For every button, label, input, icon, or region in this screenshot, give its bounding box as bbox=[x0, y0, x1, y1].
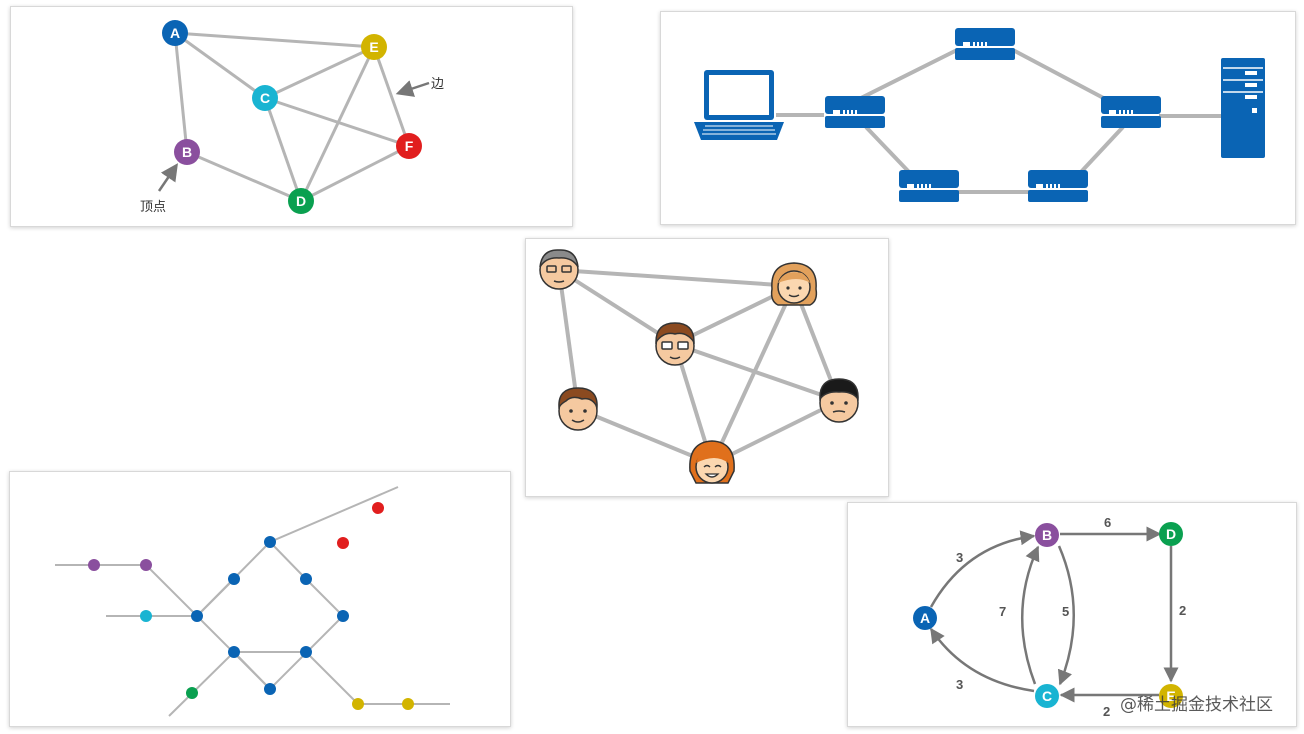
vertex-a: A bbox=[162, 20, 188, 46]
edge-b-d bbox=[186, 150, 302, 203]
weighted-vertex-d: D bbox=[1159, 522, 1183, 546]
edge-note-arrow bbox=[395, 80, 430, 97]
person-man-brown-hair-glasses-icon bbox=[655, 322, 695, 366]
weight-c-a: 3 bbox=[956, 677, 963, 692]
metro-map-diagram bbox=[55, 486, 450, 717]
edge-f-d bbox=[300, 144, 410, 203]
vertex-label: A bbox=[920, 610, 930, 626]
weighted-graph-vertices: A B C D E bbox=[913, 522, 1183, 708]
edge-a-c bbox=[174, 31, 266, 100]
router-icon bbox=[1101, 96, 1161, 128]
vertex-label: B bbox=[182, 144, 192, 160]
router-icon bbox=[825, 96, 885, 128]
weight-b-c: 5 bbox=[1062, 604, 1069, 619]
undirected-graph-panel: A B C D E F 边 顶点 bbox=[10, 6, 573, 227]
vertex-label: B bbox=[1042, 527, 1052, 543]
edge-a-e bbox=[174, 31, 375, 49]
vertex-d: D bbox=[288, 188, 314, 214]
vertex-label: C bbox=[260, 90, 270, 106]
person-woman-light-hair-icon bbox=[770, 262, 818, 306]
edge-a-b bbox=[929, 530, 1036, 608]
edge-c-a bbox=[929, 627, 1035, 693]
laptop-icon bbox=[694, 70, 784, 140]
edge-b-c bbox=[1057, 545, 1075, 686]
edge-c-d bbox=[263, 97, 303, 202]
vertex-note: 顶点 bbox=[140, 200, 166, 215]
weighted-vertex-c: C bbox=[1035, 684, 1059, 708]
vertex-label: C bbox=[1042, 688, 1052, 704]
vertex-e: E bbox=[361, 34, 387, 60]
vertex-c: C bbox=[252, 85, 278, 111]
graph-edges bbox=[173, 31, 411, 203]
edge-a-b bbox=[173, 32, 189, 153]
undirected-graph-diagram: A B C D E F 边 顶点 bbox=[140, 20, 444, 215]
weight-a-b: 3 bbox=[956, 550, 963, 565]
weighted-directed-graph-panel: 3 6 7 5 2 3 2 A B C D E bbox=[847, 502, 1297, 727]
weight-c-b: 7 bbox=[999, 604, 1006, 619]
weight-e-c: 2 bbox=[1103, 704, 1110, 719]
router-icon bbox=[1028, 170, 1088, 202]
person-boy-brown-hair-icon bbox=[558, 387, 598, 431]
vertex-label: D bbox=[296, 193, 306, 209]
weight-d-e: 2 bbox=[1179, 603, 1186, 618]
person-gray-haired-man-icon bbox=[539, 249, 579, 290]
vertex-f: F bbox=[396, 133, 422, 159]
weighted-directed-graph-diagram: 3 6 7 5 2 3 2 A B C D E bbox=[913, 515, 1186, 719]
router-icon bbox=[899, 170, 959, 202]
router-icon bbox=[955, 28, 1015, 60]
social-network-diagram bbox=[539, 249, 859, 484]
vertex-label: E bbox=[369, 39, 378, 55]
edge-note: 边 bbox=[431, 77, 444, 92]
vertex-label: A bbox=[170, 25, 180, 41]
weighted-vertex-e: E bbox=[1159, 684, 1183, 708]
edge-c-e bbox=[264, 45, 375, 100]
weighted-vertex-a: A bbox=[913, 606, 937, 630]
network-panel bbox=[660, 11, 1296, 225]
metro-stations bbox=[88, 502, 414, 710]
person-girl-orange-hair-icon bbox=[689, 440, 735, 484]
vertex-label: F bbox=[405, 138, 414, 154]
vertex-label: E bbox=[1166, 688, 1175, 704]
social-network-panel bbox=[525, 238, 889, 497]
weight-b-d: 6 bbox=[1104, 515, 1111, 530]
watermark: @稀土掘金技术社区 bbox=[1120, 695, 1273, 715]
server-icon bbox=[1221, 58, 1265, 158]
vertex-b: B bbox=[174, 139, 200, 165]
weighted-edges bbox=[929, 526, 1179, 703]
edge-e-d bbox=[299, 46, 376, 202]
graph-vertices: A B C D E F bbox=[162, 20, 422, 214]
edge-e-f bbox=[372, 46, 411, 147]
edge-c-b bbox=[1020, 545, 1040, 685]
metro-lines bbox=[55, 486, 450, 717]
vertex-note-arrow bbox=[157, 163, 178, 192]
person-boy-black-hair-icon bbox=[819, 378, 859, 423]
metro-map-panel bbox=[9, 471, 511, 727]
vertex-label: D bbox=[1166, 526, 1176, 542]
network-diagram bbox=[694, 28, 1265, 202]
network-links bbox=[776, 48, 1221, 194]
weighted-vertex-b: B bbox=[1035, 523, 1059, 547]
